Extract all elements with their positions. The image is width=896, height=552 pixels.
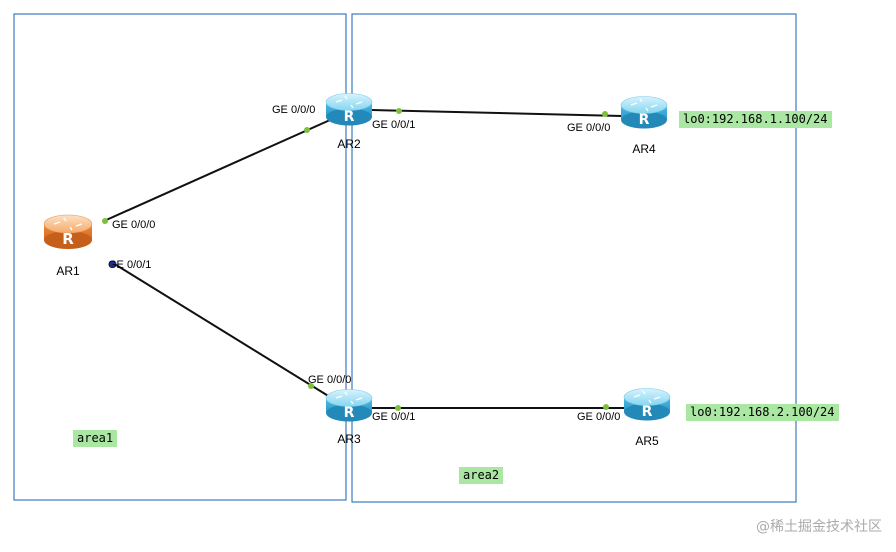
port-label-ar4-ge000: GE 0/0/0 bbox=[567, 122, 610, 134]
device-label-ar2: AR2 bbox=[337, 137, 361, 151]
port-label-ar1-ge001: GE 0/0/1 bbox=[108, 259, 151, 271]
link-ar2-ar4 bbox=[371, 109, 623, 117]
area1-label: area1 bbox=[73, 430, 118, 447]
router-icon: R bbox=[43, 214, 93, 249]
svg-text:R: R bbox=[62, 230, 74, 248]
watermark-text: @稀土掘金技术社区 bbox=[756, 519, 882, 535]
port-dot-ar2-ge001 bbox=[396, 108, 402, 114]
router-icon: R bbox=[620, 96, 668, 129]
svg-text:R: R bbox=[344, 405, 355, 421]
router-icon: R bbox=[623, 388, 671, 421]
device-label-ar1: AR1 bbox=[56, 264, 80, 278]
port-dot-ar2-ge000 bbox=[304, 127, 310, 133]
device-label-ar4: AR4 bbox=[632, 142, 656, 156]
port-dot-ar3-ge001 bbox=[395, 405, 401, 411]
loopback-ar4-label: lo0:192.168.1.100/24 bbox=[679, 111, 832, 128]
router-icon: R bbox=[325, 389, 373, 422]
device-label-ar3: AR3 bbox=[337, 432, 361, 446]
port-dot-ar4-ge000 bbox=[602, 111, 608, 117]
port-dot-ar5-ge000 bbox=[603, 404, 609, 410]
svg-text:R: R bbox=[642, 404, 653, 420]
port-dot-ar1-ge000 bbox=[102, 218, 108, 224]
area1-box bbox=[13, 13, 347, 501]
router-icon: R bbox=[325, 93, 373, 126]
svg-text:R: R bbox=[639, 112, 650, 128]
loopback-ar5-label: lo0:192.168.2.100/24 bbox=[686, 404, 839, 421]
port-label-ar1-ge000: GE 0/0/0 bbox=[112, 219, 155, 231]
router-ar1[interactable]: R AR1 bbox=[43, 214, 93, 278]
port-dot-ar1-ge001 bbox=[109, 260, 117, 268]
link-ar1-ar3 bbox=[112, 262, 331, 398]
area2-box bbox=[351, 13, 797, 503]
link-ar1-ar2 bbox=[103, 119, 331, 222]
port-label-ar5-ge000: GE 0/0/0 bbox=[577, 411, 620, 423]
port-label-ar2-ge001: GE 0/0/1 bbox=[372, 119, 415, 131]
device-label-ar5: AR5 bbox=[635, 434, 659, 448]
port-label-ar2-ge000: GE 0/0/0 bbox=[272, 104, 315, 116]
router-ar5[interactable]: R AR5 bbox=[623, 388, 671, 449]
router-ar3[interactable]: R AR3 bbox=[325, 389, 373, 447]
port-dot-ar3-ge000 bbox=[308, 383, 314, 389]
router-ar4[interactable]: R AR4 bbox=[620, 96, 668, 157]
port-label-ar3-ge000: GE 0/0/0 bbox=[308, 374, 351, 386]
router-ar2[interactable]: R AR2 bbox=[325, 93, 373, 152]
area2-label: area2 bbox=[459, 467, 504, 484]
svg-text:R: R bbox=[344, 109, 355, 125]
port-label-ar3-ge001: GE 0/0/1 bbox=[372, 411, 415, 423]
